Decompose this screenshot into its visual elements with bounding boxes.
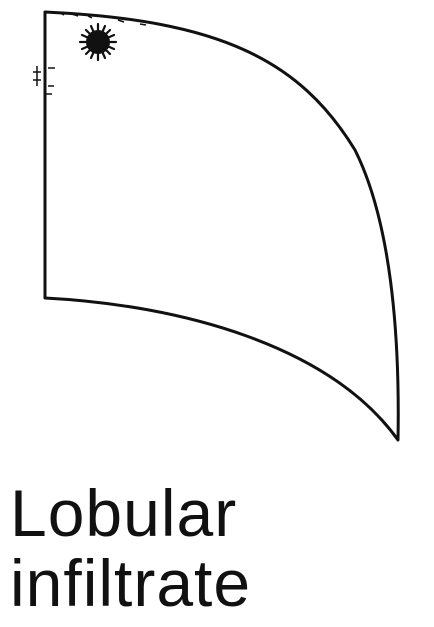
caption-line-1: Lobular	[10, 478, 430, 548]
lung-lobe-diagram	[0, 0, 434, 470]
infiltrate-lesion	[80, 24, 116, 60]
lobe-outline	[45, 12, 398, 440]
caption-line-2: infiltrate	[10, 548, 430, 618]
diagram-caption: Lobular infiltrate	[10, 478, 430, 618]
